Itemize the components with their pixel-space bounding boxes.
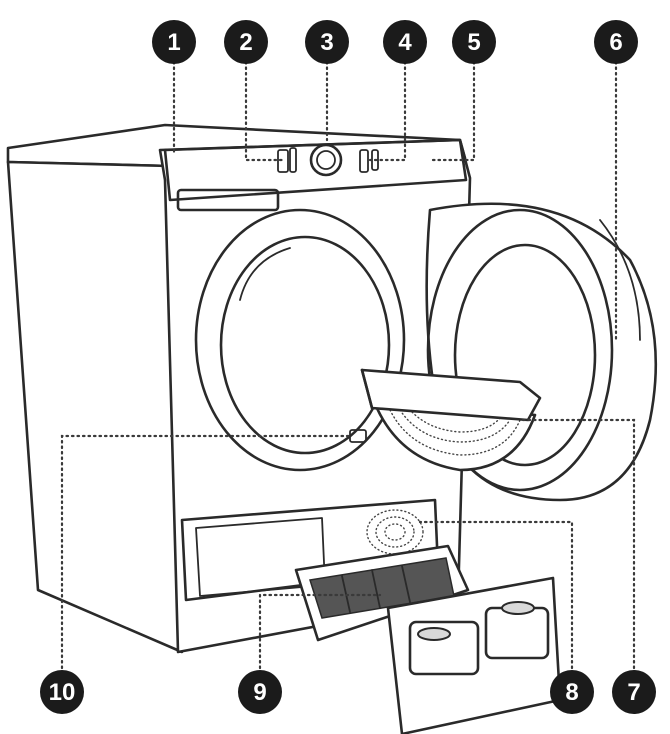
control-panel [163, 138, 468, 212]
leader-2 [244, 60, 284, 162]
svg-text:4: 4 [398, 29, 412, 56]
leader-4 [368, 60, 407, 162]
leader-9 [258, 593, 382, 692]
leader-10 [60, 434, 354, 692]
callout-10: 10 [40, 670, 84, 714]
leader-7 [518, 418, 636, 692]
heat-exchanger [294, 544, 470, 642]
leader-lines [60, 60, 636, 692]
door-opening [194, 208, 406, 472]
callout-1: 1 [152, 20, 196, 64]
callout-3: 3 [305, 20, 349, 64]
callout-4: 4 [383, 20, 427, 64]
callout-6: 6 [594, 20, 638, 64]
callout-5: 5 [452, 20, 496, 64]
svg-text:3: 3 [320, 29, 333, 56]
svg-text:9: 9 [253, 679, 266, 706]
svg-text:2: 2 [239, 29, 252, 56]
svg-text:5: 5 [467, 29, 480, 56]
callout-8: 8 [550, 670, 594, 714]
svg-text:10: 10 [49, 679, 76, 706]
callout-2: 2 [224, 20, 268, 64]
callout-9: 9 [238, 670, 282, 714]
svg-text:7: 7 [627, 679, 640, 706]
callout-7: 7 [612, 670, 656, 714]
svg-text:6: 6 [609, 29, 622, 56]
door-filter [360, 368, 542, 472]
leader-8 [418, 520, 574, 692]
leader-5 [430, 60, 476, 162]
svg-text:8: 8 [565, 679, 578, 706]
svg-text:1: 1 [167, 29, 180, 56]
